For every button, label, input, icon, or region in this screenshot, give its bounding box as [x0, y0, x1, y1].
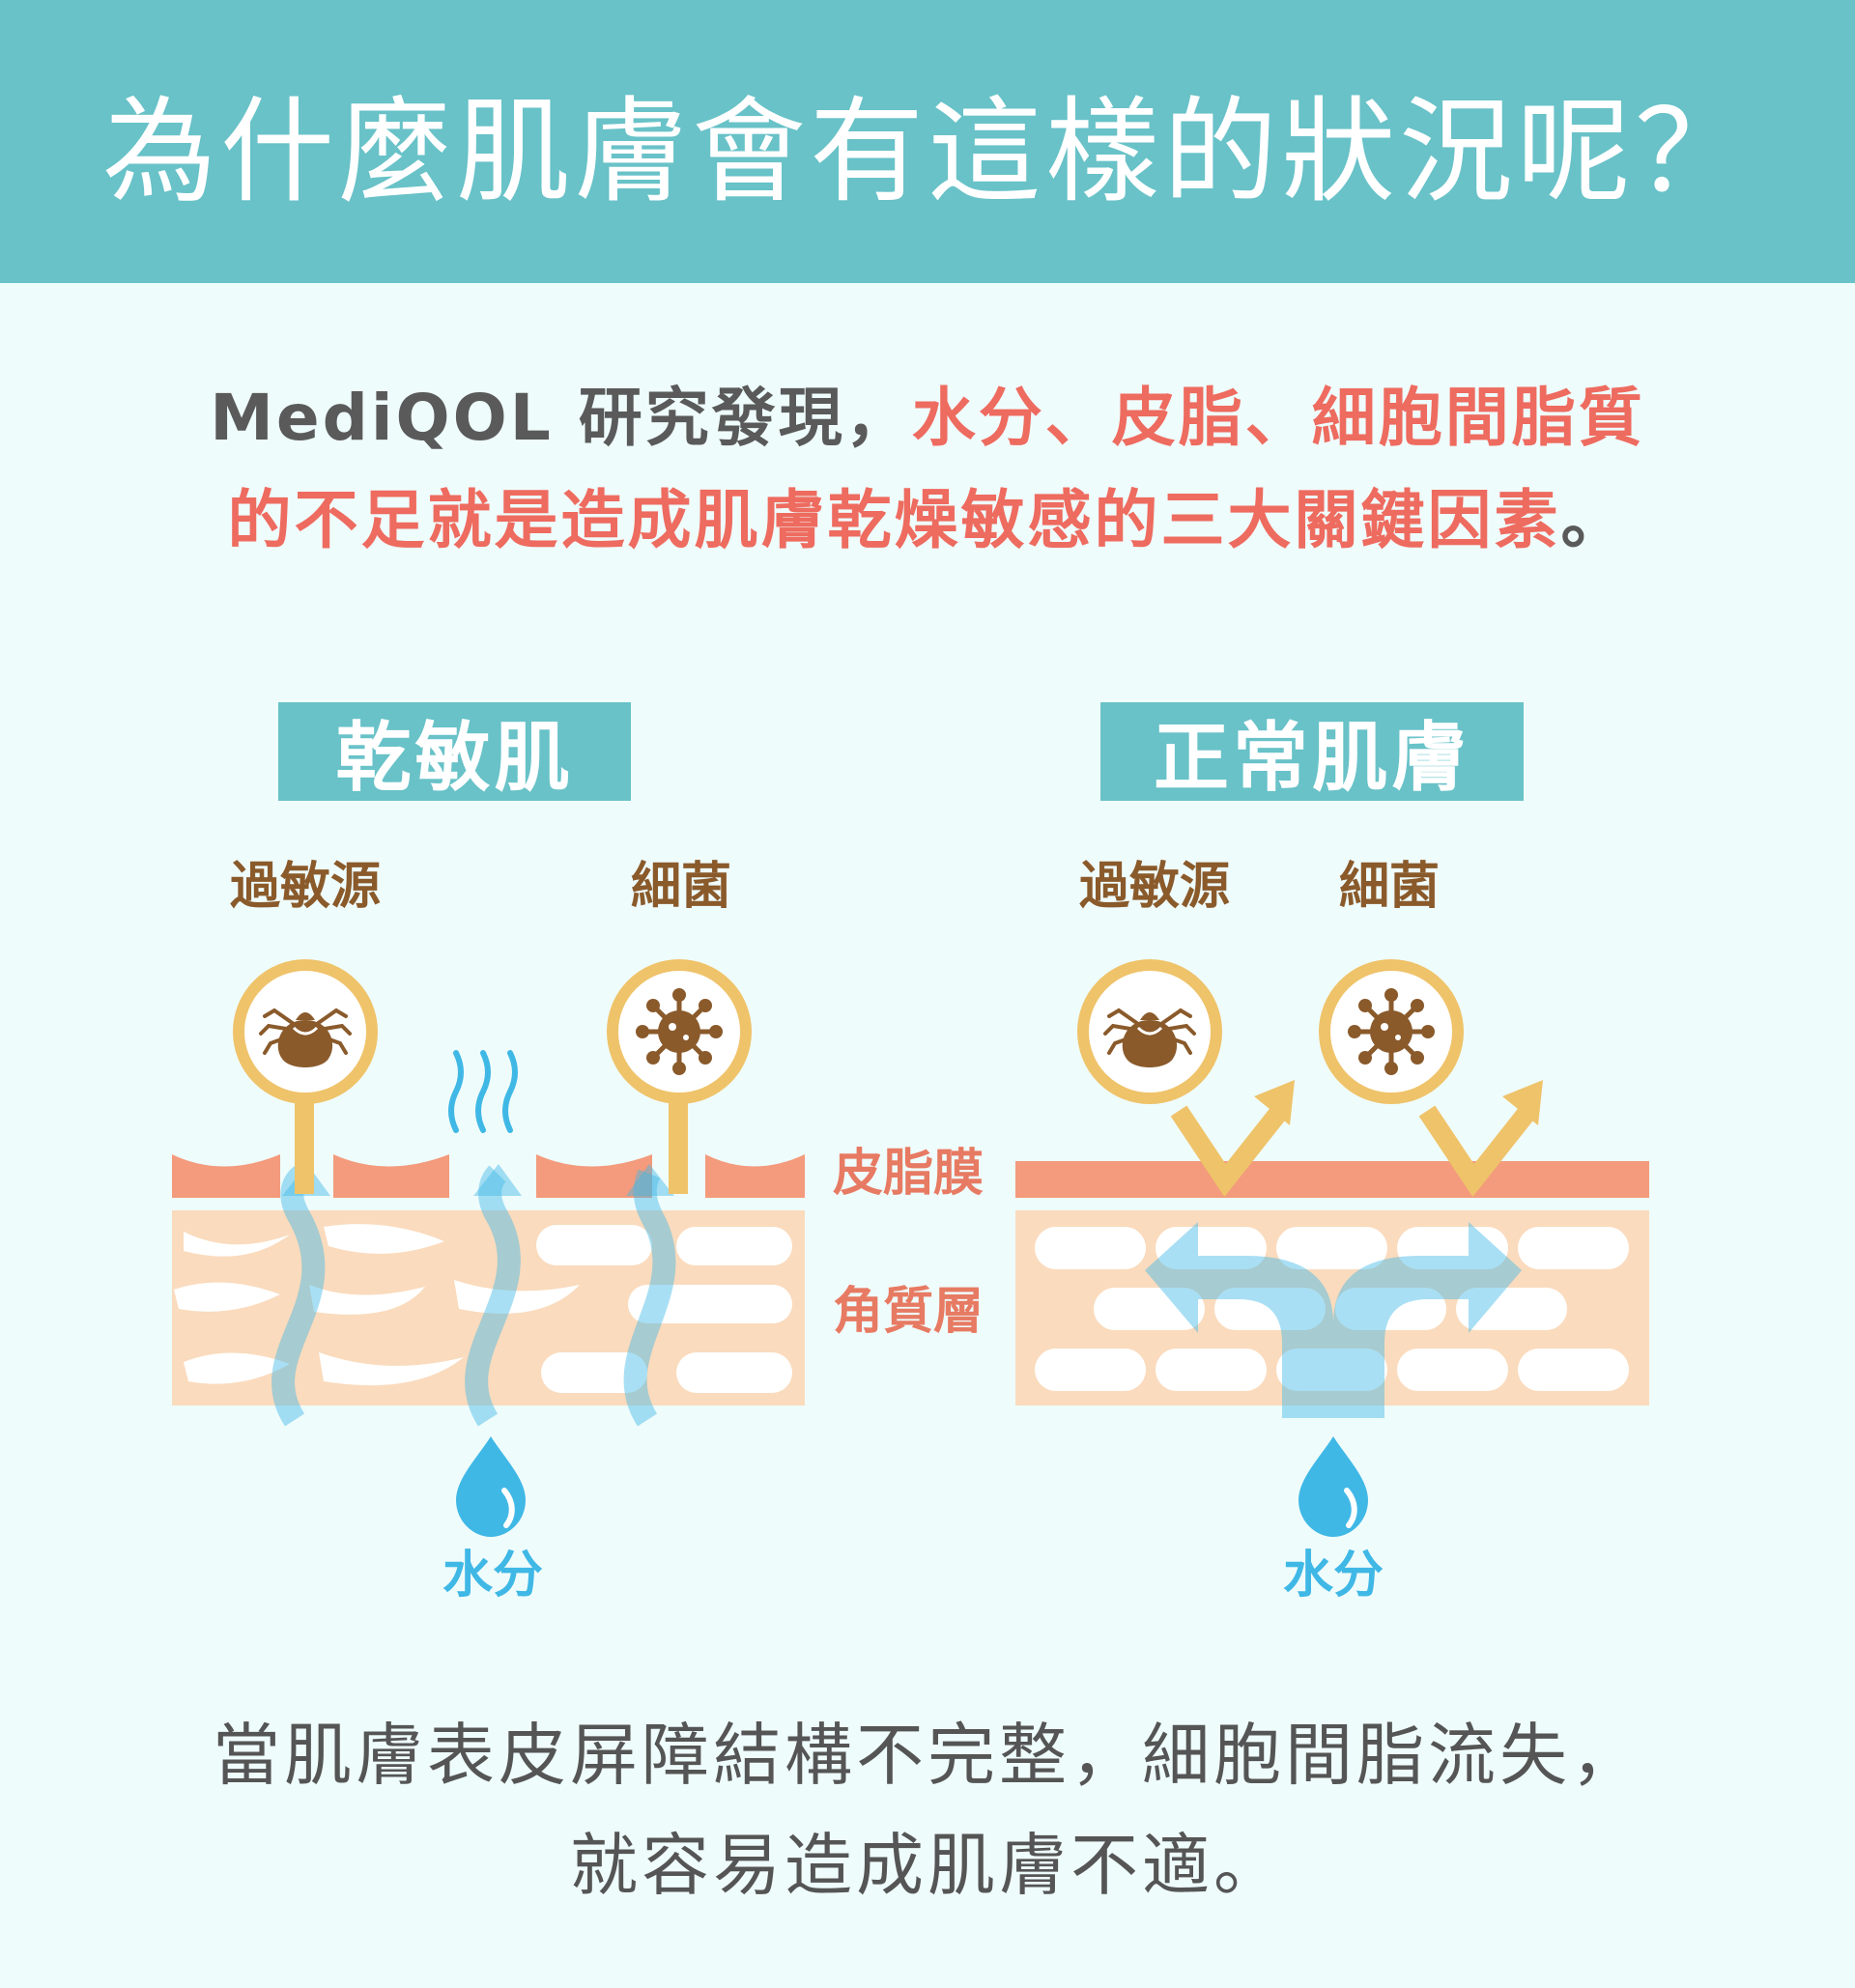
allergen-label: 過敏源 [230, 858, 381, 916]
allergen-deflect-arrow [1170, 1104, 1288, 1197]
water-drop-icon [1298, 1436, 1368, 1537]
skin-barrier-diagram: 過敏源 細菌 水分 皮脂膜 角質層 [172, 858, 1649, 1605]
intro-end: 。 [1560, 483, 1628, 557]
intro-text: MediQOL 研究發現，水分、皮脂、細胞間脂質 的不足就是造成肌膚乾燥敏感的三… [0, 367, 1855, 572]
lipid-cells [1035, 1227, 1629, 1391]
arrow-icon [1502, 1080, 1543, 1125]
intro-line-1: MediQOL 研究發現，水分、皮脂、細胞間脂質 [0, 367, 1855, 469]
intro-lead: MediQOL 研究發現， [210, 381, 912, 455]
dry-skin-diagram: 過敏源 細菌 水分 [172, 858, 805, 1605]
intro-line-2: 的不足就是造成肌膚乾燥敏感的三大關鍵因素。 [0, 469, 1855, 572]
virus-icon [636, 988, 723, 1075]
normal-skin-diagram: 過敏源 細菌 水分 [1015, 858, 1649, 1605]
page-title: 為什麼肌膚會有這樣的狀況呢？ [101, 85, 1753, 218]
bacteria-label: 細菌 [1339, 858, 1440, 916]
lipid-cells [174, 1224, 792, 1393]
allergen-pin [295, 1088, 314, 1194]
bacteria-label: 細菌 [631, 858, 731, 916]
intro-highlight-1: 水分、皮脂、細胞間脂質 [911, 381, 1645, 455]
header-banner: 為什麼肌膚會有這樣的狀況呢？ [0, 0, 1855, 283]
bacteria-pin [669, 1088, 688, 1194]
intro-highlight-2: 的不足就是造成肌膚乾燥敏感的三大關鍵因素 [227, 483, 1561, 557]
water-drop-icon [456, 1436, 526, 1537]
bacteria-deflect-arrow [1418, 1104, 1536, 1197]
water-label: 水分 [1283, 1547, 1384, 1605]
conclusion-text: 當肌膚表皮屏障結構不完整，細胞間脂流失， 就容易造成肌膚不適。 [0, 1700, 1855, 1920]
stratum-corneum-label: 角質層 [833, 1283, 984, 1341]
sebum-film [1015, 1161, 1649, 1198]
normal-skin-label: 正常肌膚 [1100, 702, 1524, 802]
water-loss-arrows [271, 1163, 676, 1427]
conclusion-line-2: 就容易造成肌膚不適。 [570, 1826, 1285, 1905]
water-retention-arrow [1145, 1222, 1522, 1418]
virus-icon [1348, 988, 1435, 1075]
water-label: 水分 [442, 1547, 543, 1605]
conclusion-line-1: 當肌膚表皮屏障結構不完整，細胞間脂流失， [213, 1716, 1642, 1795]
steam-icon [448, 1050, 518, 1133]
sebum-film-label: 皮脂膜 [833, 1145, 984, 1203]
broken-sebum-film [172, 1154, 805, 1198]
arrow-icon [1254, 1080, 1295, 1125]
dry-skin-label: 乾敏肌 [278, 702, 631, 802]
allergen-label: 過敏源 [1079, 858, 1230, 916]
